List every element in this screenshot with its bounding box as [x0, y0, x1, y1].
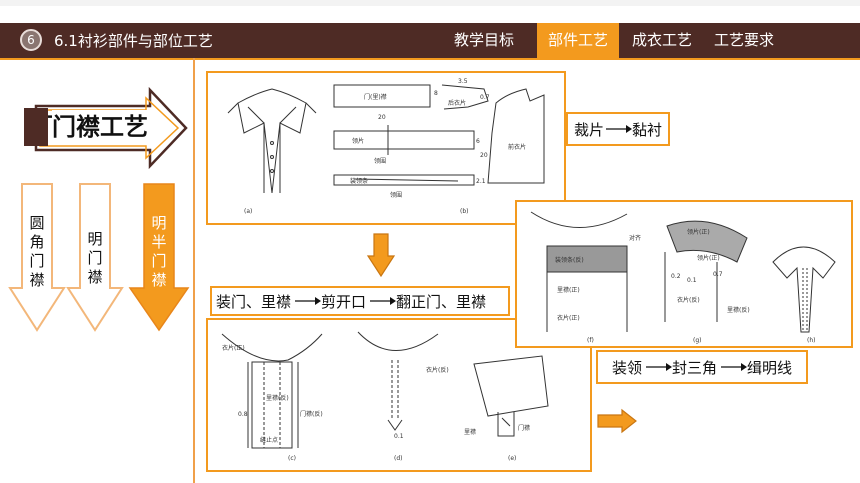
fig-label-piece-back: 衣片(反) — [426, 366, 449, 374]
nav-tab-garment-craft[interactable]: 成衣工艺 — [631, 31, 692, 49]
step-text-attach: 装门、里襟 — [216, 292, 292, 311]
fig-label-d: (d) — [394, 455, 403, 462]
fig-label-top-placket: 门襟(反) — [300, 410, 323, 418]
arrow-right-icon — [295, 297, 322, 305]
title-accent-bar — [24, 108, 48, 146]
fig-label-c: (c) — [288, 455, 296, 462]
step-text-cutting: 裁片 — [573, 120, 604, 139]
fig-dim-20: 20 — [378, 114, 386, 121]
arrow-right-icon — [606, 125, 632, 133]
fig-label-e: (e) — [508, 455, 516, 462]
step-attach-placket-label: 装门、里襟 剪开口 翻正门、里襟 — [210, 286, 510, 316]
fig-label-placket: 门(里)襟 — [364, 93, 387, 101]
fig-label-neckline-1: 领围 — [374, 157, 386, 165]
fig-dim-6: 6 — [476, 138, 480, 145]
fig-label-piece-front-r: 衣片(正) — [557, 314, 580, 322]
fig-label-align: 对齐 — [629, 234, 641, 242]
fig-dim-21: 2.1 — [476, 178, 486, 185]
header-bar — [0, 23, 860, 58]
arrow-right-icon — [645, 363, 672, 371]
option-arrow-half-placket[interactable] — [128, 182, 190, 332]
fig-label-collar-front-g: 领片(正) — [697, 254, 720, 262]
figure-collar-attach: 对齐 装领条(反) 领片(正) 里襟(正) 衣片(正) 衣片(反) 领片(正) … — [515, 200, 853, 348]
fig-label-under-placket-e: 里襟 — [464, 428, 476, 436]
fig-label-b: (b) — [460, 208, 469, 215]
nav-tab-craft-requirements[interactable]: 工艺要求 — [713, 31, 774, 49]
fig-dim-07: 0.7 — [480, 94, 490, 101]
fig-label-front-piece: 前衣片 — [508, 143, 526, 151]
fig-dim-07-r: 0.7 — [713, 271, 723, 278]
fig-label-f: (f) — [587, 337, 594, 344]
fig-dim-02: 0.2 — [671, 273, 681, 280]
fig-label-g: (g) — [693, 337, 702, 344]
fig-label-piece-front: 衣片(正) — [222, 344, 245, 352]
option-label-half-placket: 明半门襟 — [151, 214, 167, 289]
fig-label-under-placket-g: 里襟(反) — [727, 306, 750, 314]
step-text-collar: 装领 — [611, 358, 642, 377]
option-label-round-corner: 圆角门襟 — [29, 214, 45, 289]
figure-collar-drawing: 对齐 装领条(反) 领片(正) 里襟(正) 衣片(正) 衣片(反) 领片(正) … — [530, 211, 836, 344]
fig-label-collar-strip: 装领条 — [350, 177, 368, 185]
header-underline — [0, 58, 860, 60]
figure-cutting-pieces: 门(里)襟 后衣片 领片 领围 装领条 领围 前衣片 (a) (b) 20 8 … — [206, 71, 566, 225]
fig-label-top-placket-e: 门襟 — [518, 424, 530, 432]
fig-label-collar-strip-r: 装领条(反) — [555, 256, 584, 264]
figure-cutting-drawing: 门(里)襟 后衣片 领片 领围 装领条 领围 前衣片 (a) (b) 20 8 … — [227, 78, 545, 215]
fig-label-under-placket: 里襟(反) — [266, 394, 289, 402]
step-text-triangle: 封三角 — [671, 358, 717, 377]
fig-dim-35: 3.5 — [458, 78, 468, 85]
fig-label-piece-back-r: 衣片(反) — [677, 296, 700, 304]
nav-tab-teaching-goals[interactable]: 教学目标 — [453, 31, 514, 49]
fig-label-collar-front: 领片(正) — [687, 228, 710, 236]
fig-dim-01-r: 0.1 — [687, 277, 697, 284]
fig-dim-08: 0.8 — [238, 411, 248, 418]
step-text-interfacing: 黏衬 — [632, 120, 663, 139]
fig-label-h: (h) — [807, 337, 815, 344]
nav-tab-component-craft[interactable]: 部件工艺 — [537, 23, 619, 58]
arrow-right-icon — [721, 363, 747, 371]
fig-dim-01: 0.1 — [394, 433, 404, 440]
step-text-topstitch: 缉明线 — [747, 358, 793, 377]
fig-label-back-piece: 后衣片 — [448, 99, 466, 107]
page-number-badge: 6 — [20, 29, 42, 51]
section-title: 6.1衬衫部件与部位工艺 — [54, 32, 213, 50]
fig-dim-8: 8 — [434, 90, 438, 97]
step-text-turn: 翻正门、里襟 — [396, 292, 487, 311]
option-arrow-open-placket[interactable] — [66, 182, 124, 332]
sidebar-divider — [193, 58, 195, 483]
step-cutting-label: 裁片 黏衬 — [566, 112, 670, 146]
header: 6 6.1衬衫部件与部位工艺 教学目标 部件工艺 成衣工艺 工艺要求 — [0, 0, 860, 58]
figure-sewing-drawing: 衣片(正) 里襟(反) 门襟(反) 缝止点 衣片(反) 里襟 门襟 0.8 0.… — [221, 331, 549, 462]
fig-label-under-placket-r: 里襟(正) — [557, 286, 580, 294]
step-text-cut-open: 剪开口 — [321, 292, 367, 311]
fig-dim-20b: 20 — [480, 152, 488, 159]
fig-label-neckline-2: 领围 — [390, 191, 402, 199]
right-arrow-icon — [597, 408, 637, 434]
down-arrow-icon — [366, 233, 396, 278]
option-arrow-round-corner[interactable] — [8, 182, 66, 332]
option-label-open-placket: 明门襟 — [87, 230, 103, 286]
fig-label-a: (a) — [244, 208, 252, 215]
sidebar-title-text: 门襟工艺 — [52, 110, 148, 144]
fig-label-stop-point: 缝止点 — [260, 436, 278, 444]
arrow-right-icon — [370, 297, 397, 305]
step-attach-collar-label: 装领 封三角 缉明线 — [596, 350, 808, 384]
fig-label-collar: 领片 — [352, 137, 364, 145]
header-top-edge — [0, 0, 860, 6]
